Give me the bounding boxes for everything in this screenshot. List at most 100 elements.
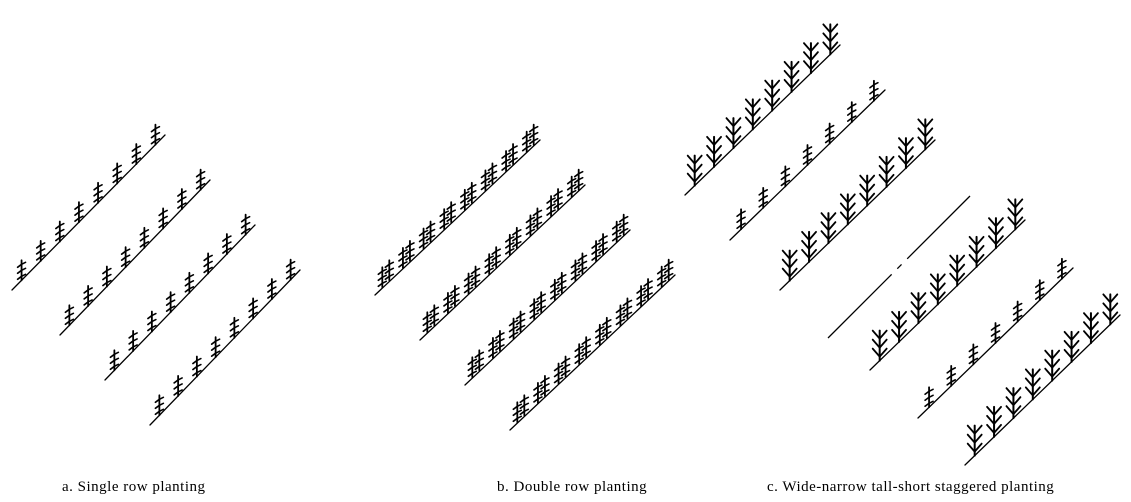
plant-branch [822,41,832,52]
plant-leaf [139,231,146,236]
plant-branch [1109,293,1119,304]
seedling-icon [581,336,591,359]
plant-leaf [611,236,618,242]
plant-leaf [566,191,573,197]
plant-leaf [924,390,930,396]
plant-branch [878,164,888,175]
plant-leaf [994,336,1001,340]
plant-leaf [488,267,494,271]
plant-leaf [512,417,519,423]
plant-branch [966,442,976,453]
plant-branch [1051,349,1061,360]
plant-leaf [233,325,240,329]
plant-leaf [529,216,536,221]
plant-leaf [619,312,626,317]
seedling-icon [439,208,449,231]
plant-leaf [599,326,605,330]
plant-leaf [564,357,571,362]
plant-leaf [474,267,481,272]
seedling-icon [574,343,584,366]
seedling-icon [553,362,564,385]
plant-leaf [470,275,477,281]
seedling-icon [802,144,813,166]
planting-row [684,23,841,196]
plant-branch [1051,367,1061,378]
plant-leaf [124,260,131,264]
plant-leaf [439,212,445,217]
tall-plant-icon [891,310,907,343]
plant-leaf [454,293,460,297]
plant-leaf [544,383,550,387]
seedling-icon [515,310,526,333]
plant-leaf [968,347,975,353]
planting-row [964,293,1121,466]
plant-leaf [102,281,108,287]
row-line [684,44,841,196]
seedling-icon [109,349,120,372]
plant-leaf [557,288,563,293]
plant-leaf [523,396,530,401]
plant-branch [917,310,927,321]
plant-leaf [509,242,515,246]
plant-leaf [581,352,587,357]
plant-leaf [512,405,519,411]
tall-plant-icon [898,137,914,170]
plant-leaf [199,182,206,187]
plant-leaf [252,305,258,310]
plant-leaf [540,293,546,297]
plant-leaf [570,183,577,188]
seedling-icon [570,259,581,282]
plant-branch [871,338,881,349]
plant-leaf [1034,289,1041,294]
plant-branch [966,433,976,444]
plant-branch [810,51,819,62]
plant-leaf [1061,271,1067,276]
plant-leaf [560,359,567,365]
plant-leaf [577,176,584,181]
seedling-icon [598,233,608,255]
seedling-icon [120,246,131,269]
plant-leaf [523,402,530,407]
tall-plant-icon [686,154,703,187]
plant-branch [1007,216,1017,227]
plant-leaf [474,279,481,284]
planting-row [869,198,1026,371]
plant-leaf [192,365,198,371]
plant-leaf [388,261,395,266]
plant-leaf [480,179,487,185]
tall-plant-icon [1044,349,1061,382]
plant-leaf [602,235,608,239]
plant-leaf [162,221,168,226]
plant-leaf [560,371,567,377]
plant-branch [898,137,907,148]
seedling-icon [463,272,474,295]
planting-row [59,168,211,336]
seedling-icon [521,130,532,153]
plant-leaf [990,332,997,337]
plant-branch [1031,377,1041,388]
plant-leaf [1016,302,1023,307]
plant-leaf [508,333,515,339]
plant-branch [706,153,715,164]
plant-leaf [132,332,138,336]
plant-branch [686,172,696,183]
plant-leaf [184,282,191,287]
plant-leaf [402,255,408,259]
plant-branch [975,244,985,255]
plant-leaf [622,221,629,226]
plant-leaf [439,218,445,223]
plant-leaf [464,191,470,195]
plant-branch [827,221,837,232]
plant-leaf [968,359,975,365]
plant-leaf [289,260,296,265]
seedling-icon [467,356,478,379]
seedling-icon [615,304,626,327]
tall-plant-icon [878,155,895,188]
plant-leaf [181,202,187,206]
plant-leaf [16,269,23,275]
plant-leaf [405,244,411,249]
plant-branch [839,202,849,213]
plant-leaf [499,338,505,342]
plant-leaf [529,308,535,313]
